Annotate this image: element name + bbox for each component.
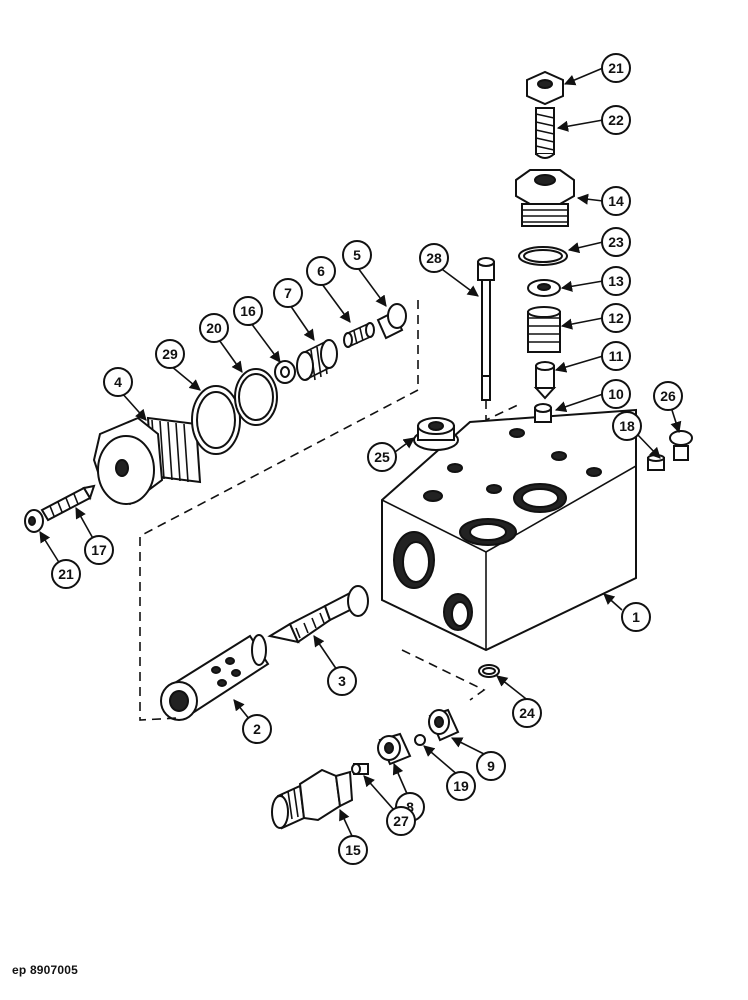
- svg-text:6: 6: [317, 263, 325, 279]
- callout-20: 20: [199, 313, 229, 343]
- ball-19: [414, 734, 426, 746]
- svg-text:25: 25: [374, 449, 390, 465]
- callout-22: 22: [601, 105, 631, 135]
- callout-29: 29: [155, 339, 185, 369]
- sleeve-9: [428, 708, 460, 742]
- o-ring-20: [234, 368, 278, 426]
- svg-text:19: 19: [453, 778, 469, 794]
- svg-text:21: 21: [608, 60, 624, 76]
- svg-text:20: 20: [206, 320, 222, 336]
- plug-5: [376, 303, 407, 340]
- nut-21-left: [24, 509, 44, 533]
- callout-15: 15: [338, 835, 368, 865]
- svg-text:23: 23: [608, 234, 624, 250]
- callout-21-left: 21: [51, 559, 81, 589]
- callout-3: 3: [327, 666, 357, 696]
- svg-text:2: 2: [253, 721, 261, 737]
- washer-16: [274, 360, 296, 384]
- plug-18: [647, 454, 665, 471]
- seat-10: [534, 403, 552, 423]
- svg-text:26: 26: [660, 388, 676, 404]
- callout-2: 2: [242, 714, 272, 744]
- callout-5: 5: [342, 240, 372, 270]
- svg-text:14: 14: [608, 193, 624, 209]
- spring-12: [527, 306, 561, 353]
- callout-7: 7: [273, 278, 303, 308]
- figure-reference: ep 8907005: [12, 963, 79, 977]
- callout-24: 24: [512, 698, 542, 728]
- valve-body: [381, 408, 637, 652]
- svg-text:7: 7: [284, 285, 292, 301]
- callout-13: 13: [601, 266, 631, 296]
- callout-10: 10: [601, 379, 631, 409]
- callout-16: 16: [233, 296, 263, 326]
- callout-9: 9: [476, 751, 506, 781]
- adjusting-screw-17: [40, 484, 96, 522]
- svg-text:15: 15: [345, 842, 361, 858]
- leader-lines: [39, 67, 682, 837]
- svg-text:16: 16: [240, 303, 256, 319]
- callout-23: 23: [601, 227, 631, 257]
- callout-17: 17: [84, 535, 114, 565]
- svg-text:9: 9: [487, 758, 495, 774]
- plug-26: [669, 430, 693, 461]
- callout-19: 19: [446, 771, 476, 801]
- svg-text:29: 29: [162, 346, 178, 362]
- callout-12: 12: [601, 303, 631, 333]
- callout-4: 4: [103, 367, 133, 397]
- svg-text:21: 21: [58, 566, 74, 582]
- pin-27: [351, 763, 369, 775]
- svg-text:27: 27: [393, 813, 409, 829]
- callout-6: 6: [306, 256, 336, 286]
- spool: [267, 585, 369, 644]
- callout-14: 14: [601, 186, 631, 216]
- nut-21-top: [526, 70, 564, 106]
- callout-25: 25: [367, 442, 397, 472]
- poppet-11: [533, 361, 557, 400]
- svg-text:5: 5: [353, 247, 361, 263]
- svg-text:10: 10: [608, 386, 624, 402]
- spool-sleeve: [160, 634, 270, 721]
- spring-7: [296, 339, 338, 381]
- svg-text:8: 8: [406, 799, 414, 815]
- svg-text:1: 1: [632, 609, 640, 625]
- callout-21-top: 21: [601, 53, 631, 83]
- o-ring-23: [518, 246, 568, 266]
- svg-text:18: 18: [619, 418, 635, 434]
- callout-1: 1: [621, 602, 651, 632]
- cap-14: [515, 169, 575, 227]
- spring-seat-13: [527, 279, 561, 297]
- callout-28: 28: [419, 243, 449, 273]
- adjusting-screw-22: [535, 107, 555, 159]
- o-ring-29: [191, 385, 241, 455]
- svg-text:24: 24: [519, 705, 535, 721]
- cap-screw-28: [477, 257, 495, 401]
- assembly-lines: [139, 300, 521, 721]
- svg-text:4: 4: [114, 374, 122, 390]
- svg-text:13: 13: [608, 273, 624, 289]
- o-ring-24: [478, 664, 500, 678]
- svg-text:12: 12: [608, 310, 624, 326]
- svg-text:22: 22: [608, 112, 624, 128]
- callout-26: 26: [653, 381, 683, 411]
- plug-25: [413, 417, 459, 451]
- svg-text:11: 11: [609, 348, 624, 364]
- callout-27: 27: [386, 806, 416, 836]
- relief-valve-plug: [92, 416, 202, 506]
- svg-text:3: 3: [338, 673, 346, 689]
- callout-18: 18: [612, 411, 642, 441]
- fitting-15: [271, 768, 354, 830]
- svg-text:17: 17: [91, 542, 107, 558]
- callout-11: 11: [601, 341, 631, 371]
- spring-6: [343, 322, 375, 348]
- svg-text:28: 28: [426, 250, 442, 266]
- sleeve-8: [377, 732, 412, 766]
